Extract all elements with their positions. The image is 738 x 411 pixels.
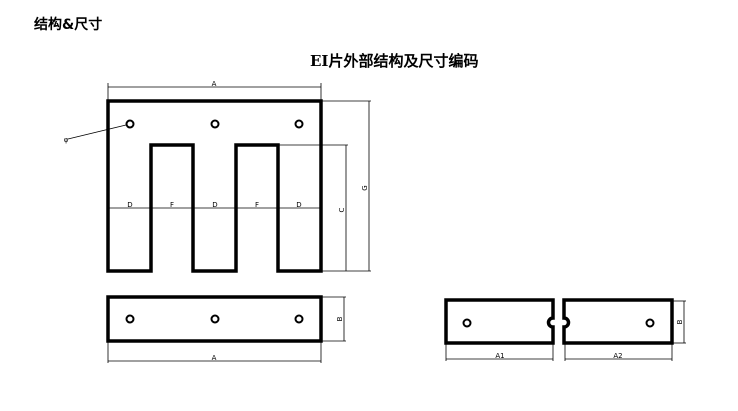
hole-icon (210, 314, 220, 324)
dim-e-width: A (212, 80, 217, 88)
dim-i-height: B (336, 316, 344, 321)
hole-icon (294, 119, 304, 129)
hole-icon (210, 119, 220, 129)
dim-leg: D (127, 201, 132, 209)
dim-split-height: B (676, 319, 684, 324)
dim-slot-height: C (338, 207, 346, 212)
dim-slot: F (255, 201, 259, 209)
hole-icon (645, 318, 655, 328)
dim-leg: D (212, 201, 217, 209)
hole-icon (462, 318, 472, 328)
hole-icon (294, 314, 304, 324)
dim-e-height: G (361, 185, 369, 190)
dim-i-width: A (212, 354, 217, 362)
section-title: 结构&尺寸 (34, 17, 103, 33)
dim-slot: F (170, 201, 174, 209)
dim-split-right: A2 (613, 352, 622, 360)
dim-split-left: A1 (495, 352, 504, 360)
i-piece (106, 295, 346, 363)
diagram-title: EI片外部结构及尺寸编码 (310, 52, 479, 70)
split-right-outline (562, 298, 674, 345)
dim-hole: φ (64, 136, 69, 144)
split-left-outline (444, 298, 555, 345)
e-piece (67, 83, 371, 273)
hole-icon (125, 119, 135, 129)
split-i-piece (444, 298, 686, 361)
dim-leg: D (296, 201, 301, 209)
hole-icon (125, 314, 135, 324)
